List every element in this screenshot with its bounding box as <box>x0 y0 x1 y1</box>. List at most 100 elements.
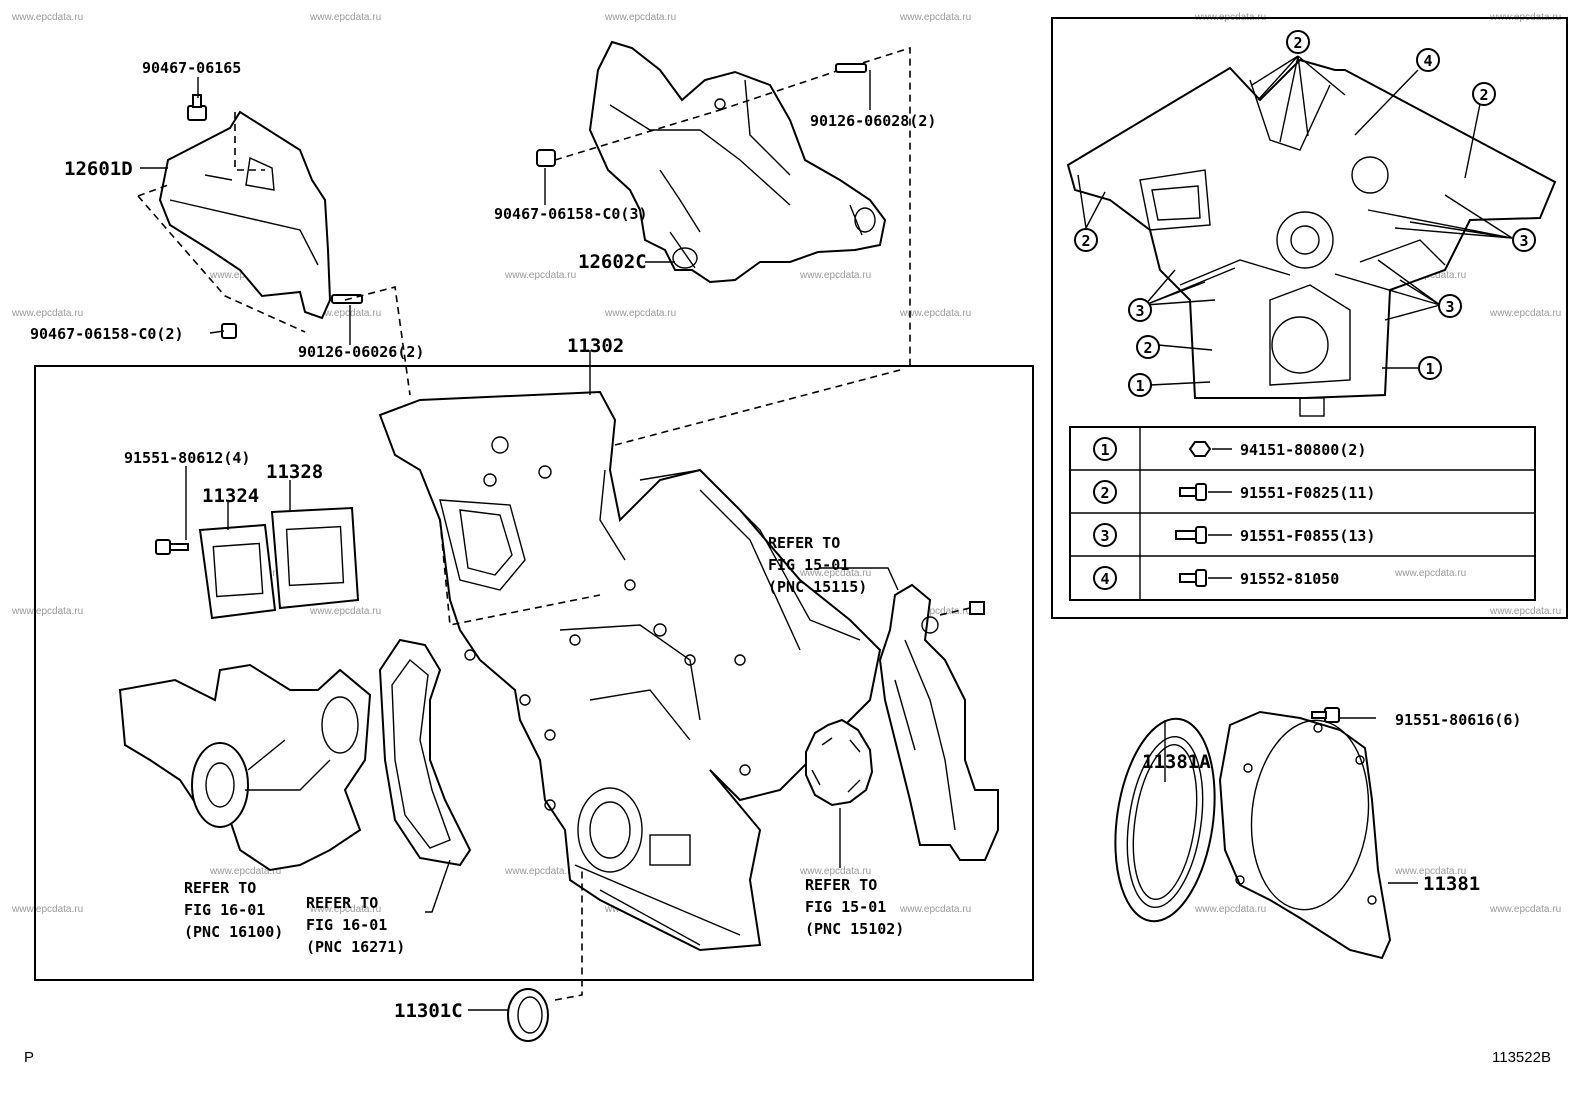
svg-text:2: 2 <box>1479 86 1488 104</box>
inset-cover-outline <box>1066 58 1557 417</box>
bolt-91551-80616 <box>1311 707 1340 723</box>
refer-16100-line1: REFER TO <box>184 879 256 897</box>
label-90126-06026: 90126-06026(2) <box>298 343 424 361</box>
callout-4: 4 <box>1416 48 1440 72</box>
watermark: www.epcdata.ru <box>1394 866 1466 877</box>
inset-leaders <box>1077 55 1513 386</box>
svg-text:3: 3 <box>1135 302 1144 320</box>
label-11381: 11381 <box>1423 873 1480 895</box>
watermark: www.epcdata.ru <box>11 308 83 319</box>
legend-number: 4 <box>1100 570 1109 588</box>
legend-row-4: 4 91552-81050 <box>1093 566 1339 590</box>
cover-plate-11324 <box>198 523 277 620</box>
watermark: www.epcdata.ru <box>899 606 971 617</box>
watermark: www.epcdata.ru <box>309 308 381 319</box>
inset-legend-table <box>1069 426 1536 601</box>
gasket-11328 <box>270 506 360 610</box>
refer-16100-line2: FIG 16-01 <box>184 901 265 919</box>
label-90467-06165: 90467-06165 <box>142 59 241 77</box>
callout-2: 2 <box>1136 335 1160 359</box>
nut-90467-06158-c0-2 <box>221 323 237 339</box>
watermark: www.epcdata.ru <box>899 308 971 319</box>
inset-callouts: 2 4 2 2 3 3 3 2 <box>1074 30 1536 397</box>
refer-16271-line1: REFER TO <box>306 894 378 912</box>
watermark: www.epcdata.ru <box>799 270 871 281</box>
assembly-line <box>939 607 971 616</box>
bolt-icon <box>1179 487 1197 497</box>
timing-cover-12601d <box>137 110 332 333</box>
label-11301c: 11301C <box>394 1000 463 1022</box>
watermark: www.epcdata.ru <box>1394 568 1466 579</box>
legend-part: 94151-80800(2) <box>1240 441 1366 459</box>
bolt-90467-06165 <box>187 94 207 121</box>
watermark: www.epcdata.ru <box>309 12 381 23</box>
illustration-number: 113522B <box>1492 1049 1551 1066</box>
svg-text:1: 1 <box>1425 360 1434 378</box>
label-11328: 11328 <box>266 461 323 483</box>
callout-3: 3 <box>1438 294 1462 318</box>
callout-1: 1 <box>1418 356 1442 380</box>
oil-seal-retainer-11381 <box>1218 710 1392 960</box>
legend-row-3: 3 91551-F0855(13) <box>1093 523 1375 547</box>
refer-15115-line1: REFER TO <box>768 534 840 552</box>
watermark: www.epcdata.ru <box>604 308 676 319</box>
watermark: www.epcdata.ru <box>1489 606 1561 617</box>
watermark: www.epcdata.ru <box>799 568 871 579</box>
footer-left-mark: P <box>24 1049 34 1066</box>
svg-text:3: 3 <box>1445 298 1454 316</box>
callout-3: 3 <box>1128 298 1152 322</box>
refer-15115-line3: (PNC 15115) <box>768 578 867 596</box>
refer-15115-line2: FIG 15-01 <box>768 556 849 574</box>
watermark: www.epcdata.ru <box>309 606 381 617</box>
callout-2: 2 <box>1472 82 1496 106</box>
bolt-icon <box>1175 530 1197 540</box>
watermark: www.epcdata.ru <box>11 904 83 915</box>
label-12602c: 12602C <box>578 251 647 273</box>
watermark: www.epcdata.ru <box>899 904 971 915</box>
refer-16271-line3: (PNC 16271) <box>306 938 405 956</box>
nut-icon <box>1188 441 1212 457</box>
svg-text:1: 1 <box>1135 377 1144 395</box>
legend-row-2: 2 91551-F0825(11) <box>1093 480 1375 504</box>
label-12601d: 12601D <box>64 158 133 180</box>
nut-90467-06158-c0-3 <box>536 149 556 167</box>
refer-16100-line3: (PNC 16100) <box>184 923 283 941</box>
legend-part: 91551-F0825(11) <box>1240 484 1375 502</box>
legend-part: 91551-F0855(13) <box>1240 527 1375 545</box>
water-pump-16100 <box>118 663 372 872</box>
legend-part: 91552-81050 <box>1240 570 1339 588</box>
assembly-line <box>554 46 911 370</box>
refer-notes: REFER TO FIG 15-01 (PNC 15115) REFER TO … <box>184 534 904 956</box>
timing-chain-case-11302 <box>378 369 901 952</box>
watermark: www.epcdata.ru <box>1489 308 1561 319</box>
label-11381a: 11381A <box>1142 751 1211 773</box>
callout-2: 2 <box>1074 228 1098 252</box>
svg-text:3: 3 <box>1519 232 1528 250</box>
legend-number: 3 <box>1100 527 1109 545</box>
legend-number: 1 <box>1100 441 1109 459</box>
watermark: www.epcdata.ru <box>504 866 576 877</box>
stud-90126-06028 <box>835 63 867 73</box>
watermark: www.epcdata.ru <box>504 270 576 281</box>
watermark: www.epcdata.ru <box>1194 904 1266 915</box>
watermark: www.epcdata.ru <box>1489 904 1561 915</box>
watermark: www.epcdata.ru <box>309 904 381 915</box>
timing-chain-case-frame <box>34 365 1034 981</box>
callout-1: 1 <box>1128 373 1152 397</box>
label-90126-06028: 90126-06028(2) <box>810 112 936 130</box>
svg-text:2: 2 <box>1081 232 1090 250</box>
label-91551-80612: 91551-80612(4) <box>124 449 250 467</box>
part-labels: 90467-06165 12601D 90467-06158-C0(2) 901… <box>30 59 1521 1022</box>
legend-row-1: 1 94151-80800(2) <box>1093 437 1366 461</box>
callout-2: 2 <box>1286 30 1310 54</box>
watermark: www.epcdata.ru <box>899 12 971 23</box>
assembly-line <box>439 369 901 626</box>
assembly-line <box>554 870 583 1001</box>
svg-text:2: 2 <box>1293 34 1302 52</box>
bolt-location-inset <box>1051 17 1568 619</box>
water-pump-gasket-16271 <box>378 638 472 867</box>
label-90467-06158-c0-2: 90467-06158-C0(2) <box>30 325 184 343</box>
timing-cover-12602c <box>588 40 887 284</box>
refer-15102-line2: FIG 15-01 <box>805 898 886 916</box>
